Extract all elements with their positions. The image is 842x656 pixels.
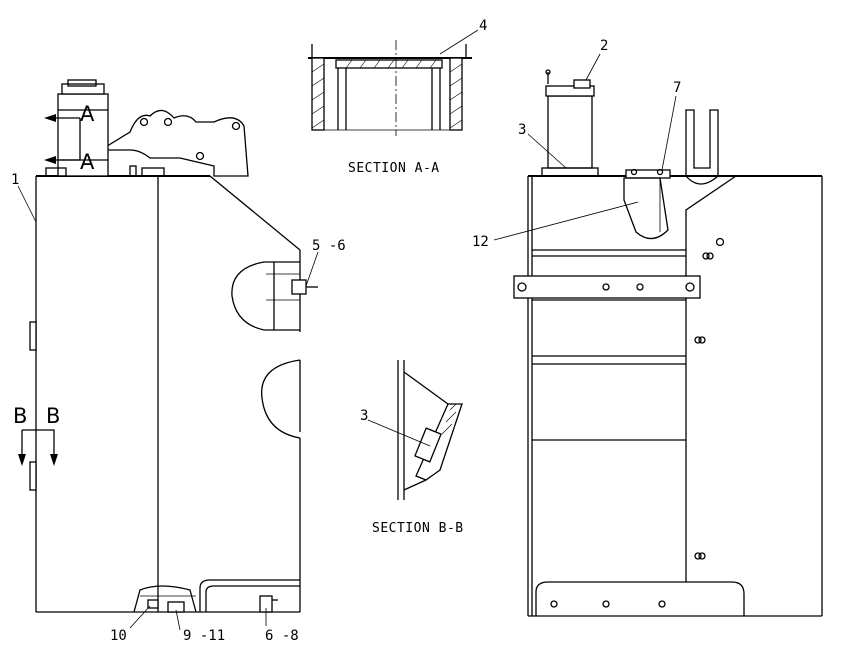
section-a-a-view: 4 SECTION A-A xyxy=(308,18,487,176)
callout-4: 4 xyxy=(479,18,487,34)
callout-6-8: 6 -8 xyxy=(265,628,299,644)
view-marker-b-left: B xyxy=(13,404,27,428)
left-tank-view: A A B B xyxy=(13,79,318,613)
callout-3-right: 3 xyxy=(518,122,526,138)
right-tank-view xyxy=(513,69,823,617)
right-callouts: 2 3 7 12 xyxy=(472,38,681,250)
callout-7: 7 xyxy=(673,80,681,96)
section-b-b-label: SECTION B-B xyxy=(372,521,464,536)
view-marker-a-top: A xyxy=(80,102,95,126)
section-b-b-view: 3 SECTION B-B xyxy=(360,360,464,536)
callout-3-section: 3 xyxy=(360,408,368,424)
view-marker-a-bottom: A xyxy=(80,150,95,174)
callout-10: 10 xyxy=(110,628,127,644)
section-a-a-label: SECTION A-A xyxy=(348,161,440,176)
callout-1: 1 xyxy=(11,172,19,188)
view-marker-b-right: B xyxy=(46,404,60,428)
callout-5-6: 5 -6 xyxy=(312,238,346,254)
callout-2: 2 xyxy=(600,38,608,54)
callout-9-11: 9 -11 xyxy=(183,628,225,644)
callout-12: 12 xyxy=(472,234,489,250)
left-callouts: 1 5 -6 10 9 -11 6 -8 xyxy=(11,172,346,644)
